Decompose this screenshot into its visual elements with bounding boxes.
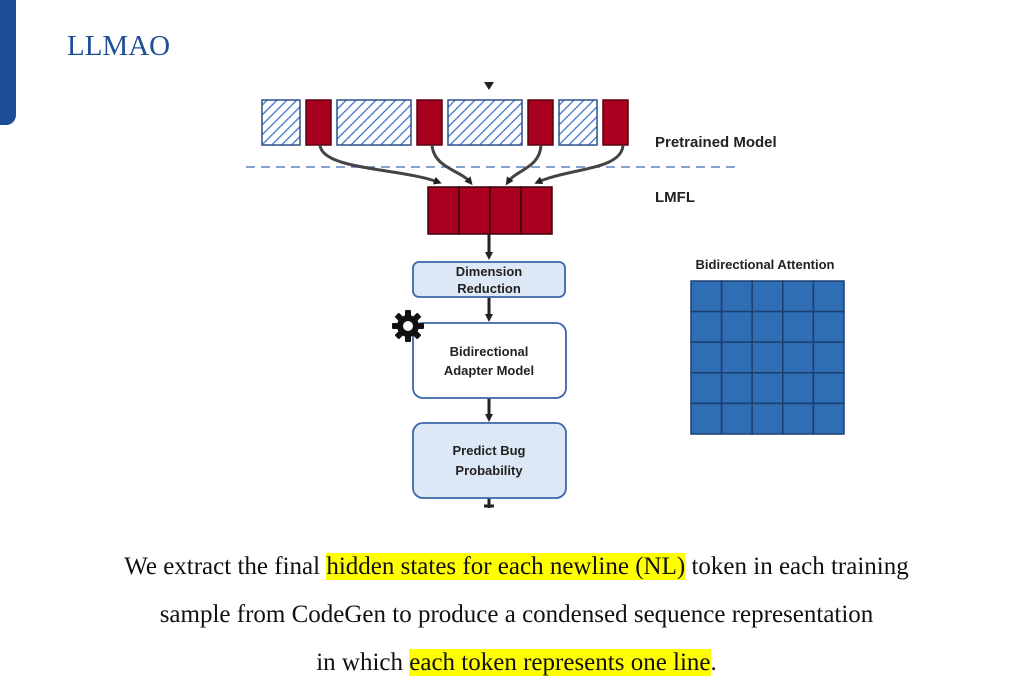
attention-cell [720,402,753,435]
adapter-model-line1: Bidirectional [450,344,529,359]
adapter-model-line2: Adapter Model [444,363,534,378]
attention-cell [690,341,723,374]
dimension-reduction-line2: Reduction [457,281,521,296]
attention-cell [751,280,784,313]
token-to-lmfl-arrows [318,144,625,186]
lmfl-token [489,186,522,235]
slide-title: LLMAO [67,30,171,62]
code-token [558,99,598,146]
attention-cell [751,372,784,405]
lmfl-token [520,186,553,235]
code-token [261,99,301,146]
attention-cell [690,280,723,313]
code-token [336,99,412,146]
attention-cell [812,372,845,405]
lmfl-token [458,186,491,235]
newline-token [305,99,332,146]
attention-cell [812,280,845,313]
flow-arrows [484,234,494,508]
caption-highlight-each-token: each token represents one line [409,649,711,676]
pretrained-model-label: Pretrained Model [655,134,777,151]
attention-cell [751,402,784,435]
attention-grid [690,280,845,435]
predict-bug-box: Predict Bug Probability [412,422,567,499]
newline-token [416,99,443,146]
attention-cell [782,341,815,374]
slide-accent-bar [0,0,16,125]
attention-cell [720,280,753,313]
attention-cell [751,310,784,343]
attention-cell [812,341,845,374]
attention-cell [690,310,723,343]
adapter-model-box: Bidirectional Adapter Model [412,322,567,399]
caption-line-1: We extract the final hidden states for e… [0,553,1033,581]
gear-icon [392,310,424,342]
attention-cell [782,310,815,343]
lmfl-token-block [427,186,553,235]
llmao-architecture-diagram: Pretrained Model LMFL Dimension Reductio… [246,82,845,508]
attention-cell [751,341,784,374]
caption-line-3-post: . [710,649,717,676]
bidirectional-attention-label: Bidirectional Attention [696,257,835,272]
caption-line-1-post: token in each training [685,553,909,580]
attention-cell [690,372,723,405]
newline-token [602,99,629,146]
caption-line-3: in which each token represents one line. [0,649,1033,677]
dimension-reduction-line1: Dimension [456,264,523,279]
input-arrow-icon [484,82,494,90]
caption-line-2: sample from CodeGen to produce a condens… [159,601,874,628]
attention-cell [720,310,753,343]
attention-cell [782,280,815,313]
lmfl-label: LMFL [655,189,695,206]
caption-highlight-hidden-states: hidden states for each newline (NL) [326,553,686,580]
lmfl-token [427,186,460,235]
attention-cell [812,402,845,435]
attention-cell [720,372,753,405]
predict-bug-line2: Probability [455,463,523,478]
newline-token [527,99,554,146]
predict-bug-line1: Predict Bug [453,443,526,458]
attention-cell [782,402,815,435]
code-token [447,99,523,146]
dimension-reduction-box: Dimension Reduction [412,261,566,298]
caption-line-3-pre: in which [316,649,410,676]
caption-line-1-pre: We extract the final [124,553,327,580]
attention-cell [690,402,723,435]
attention-cell [782,372,815,405]
attention-cell [720,341,753,374]
pretrained-token-sequence [261,99,629,146]
attention-cell [812,310,845,343]
